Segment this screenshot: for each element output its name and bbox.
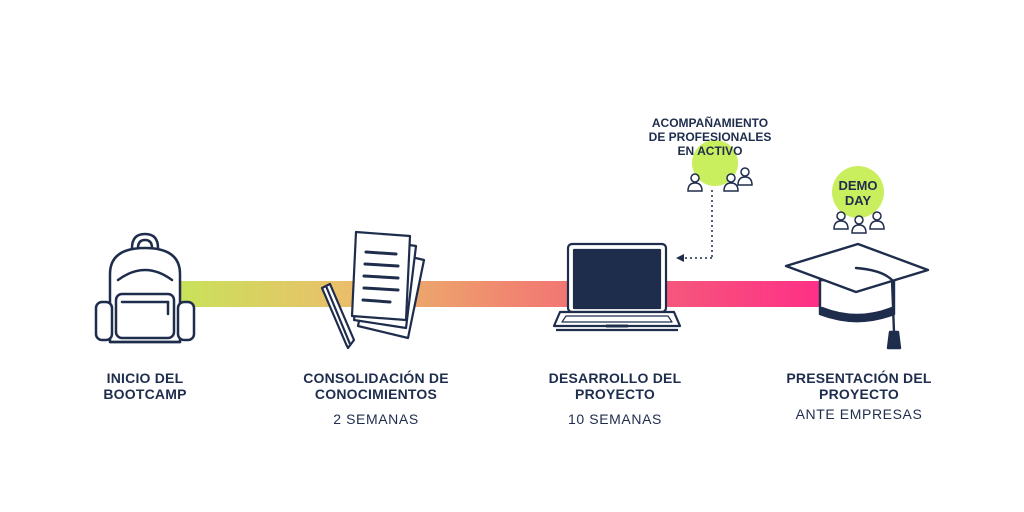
timeline-gradient-band — [180, 281, 820, 307]
stage-title-consolidation: CONSOLIDACIÓN DE CONOCIMIENTOS — [303, 370, 449, 402]
stage-duration-development: 10 SEMANAS — [568, 411, 662, 427]
people-icon — [687, 167, 753, 192]
mentoring-connector-line — [676, 190, 713, 262]
graduation-cap-icon — [784, 242, 930, 350]
laptop-icon — [552, 242, 682, 332]
mentoring-callout-title: ACOMPAÑAMIENTO DE PROFESIONALES EN ACTIV… — [648, 116, 772, 158]
backpack-icon — [94, 232, 196, 344]
stage-title-development: DESARROLLO DEL PROYECTO — [548, 370, 682, 402]
documents-pencil-icon — [320, 230, 426, 350]
demo-day-callout-title: DEMO DAY — [838, 178, 878, 208]
stage-duration-consolidation: 2 SEMANAS — [333, 411, 419, 427]
demo-day-highlight-circle — [832, 166, 884, 218]
people-icon — [833, 211, 885, 234]
stage-title-start: INICIO DEL BOOTCAMP — [103, 370, 187, 402]
stage-title-presentation: PRESENTACIÓN DEL PROYECTO — [786, 370, 932, 402]
stage-subtitle-presentation: ANTE EMPRESAS — [795, 406, 923, 422]
